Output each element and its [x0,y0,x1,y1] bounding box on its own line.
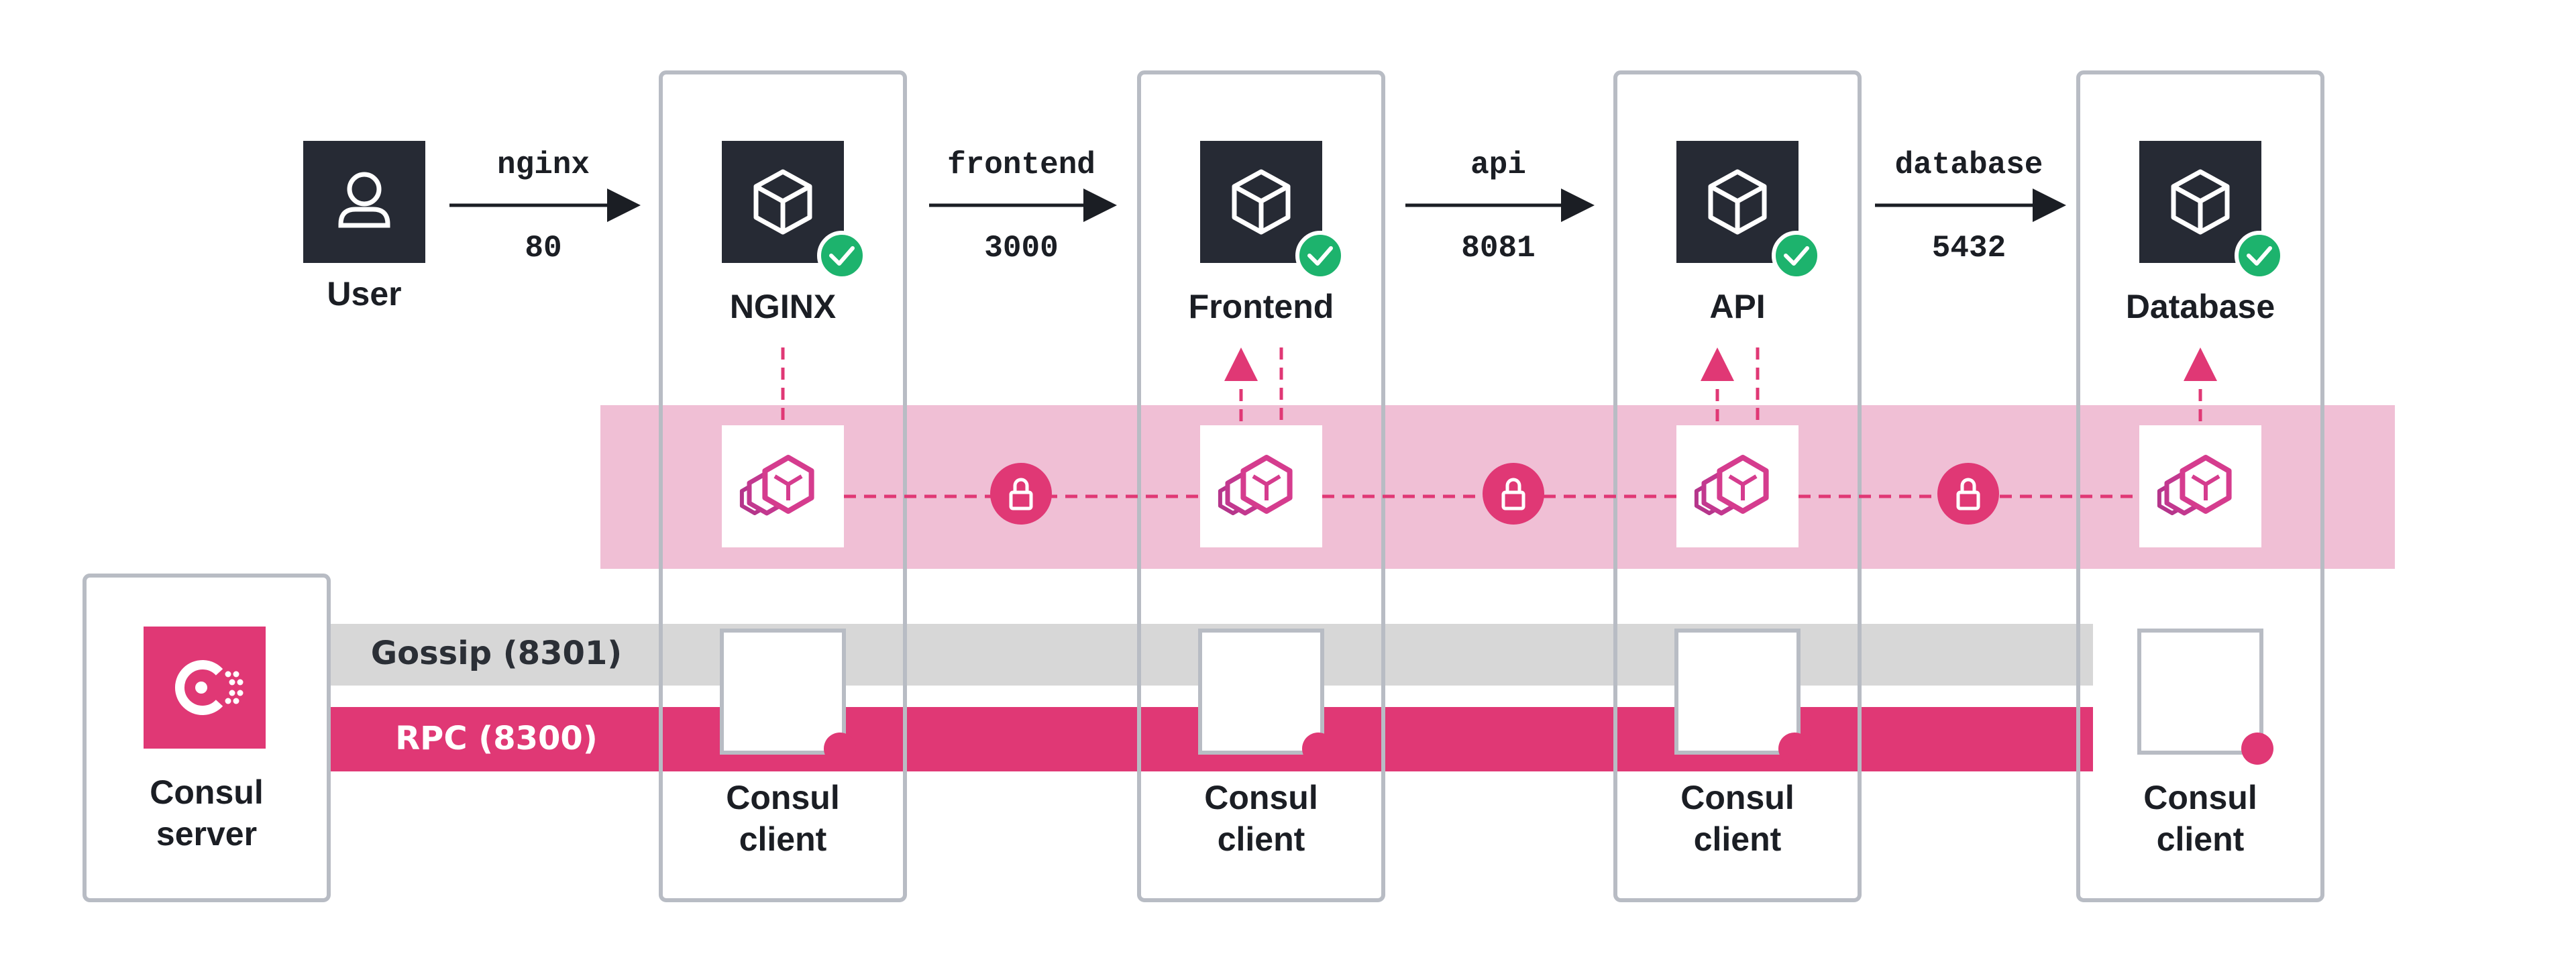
consul-client-label-line1: Consul [726,779,839,816]
service-label: Database [2126,288,2275,325]
upstream-connection-frontend: frontend 3000 [929,148,1117,266]
consul-client-label-line2: client [2157,820,2245,858]
cube-icon [1708,169,1767,235]
connection-name: frontend [947,148,1095,182]
service-column-api: API Consul client [1613,70,1862,902]
consul-server-box: Consul server [83,574,331,902]
consul-client-agent: Consul client [2137,629,2273,858]
connection-port: 3000 [984,231,1058,266]
mtls-connection [844,463,1200,525]
service-column-nginx: NGINX Consul client [659,70,907,902]
sidecar-proxy [2139,425,2261,547]
health-check-icon [1295,231,1345,280]
connection-name: api [1470,148,1526,182]
sidecar-proxy [722,425,844,547]
consul-client-agent: Consul client [1674,629,1811,858]
consul-logo-icon [144,627,266,749]
envoy-icon [1218,455,1293,516]
sidecar-proxy [1200,425,1322,547]
connection-port: 80 [525,231,561,266]
user-node: User [303,141,425,313]
rpc-label: RPC (8300) [395,720,598,757]
consul-client-agent: Consul client [1198,629,1334,858]
cube-icon [753,169,812,235]
health-check-icon [2235,231,2284,280]
consul-client-label-line1: Consul [1680,779,1794,816]
user-icon [338,172,390,228]
upstream-connection-api: api 8081 [1405,148,1595,266]
consul-client-label-line2: client [1218,820,1305,858]
lock-icon [1483,463,1544,525]
upstream-connection-nginx: nginx 80 [449,148,641,266]
connection-port: 8081 [1461,231,1535,266]
mtls-connection [1799,463,2139,525]
connection-name: nginx [497,148,590,182]
connection-port: 5432 [1932,231,2006,266]
mtls-connection [1322,463,1676,525]
gossip-label: Gossip (8301) [371,635,623,672]
consul-client-label-line1: Consul [2143,779,2257,816]
health-check-icon [817,231,867,280]
health-check-icon [1772,231,1821,280]
service-column-border [2076,70,2324,902]
upstream-connection-database: database 5432 [1875,148,2066,266]
connection-name: database [1895,148,2043,182]
sidecar-proxy [1676,425,1799,547]
service-label: Frontend [1189,288,1334,325]
consul-client-label-line2: client [739,820,827,858]
consul-client-agent: Consul client [720,629,856,858]
consul-server-label-line2: server [156,815,257,853]
lock-icon [1937,463,1999,525]
service-label: NGINX [730,288,836,325]
service-column-border [1137,70,1385,902]
service-column-border [659,70,907,902]
service-column-border [1613,70,1862,902]
envoy-icon [739,455,814,516]
consul-client-label-line1: Consul [1204,779,1318,816]
lock-icon [990,463,1052,525]
cube-icon [1232,169,1291,235]
cube-icon [2171,169,2230,235]
envoy-icon [1694,455,1769,516]
consul-server-label-line1: Consul [150,773,263,811]
consul-client-label-line2: client [1694,820,1782,858]
user-label: User [327,275,401,313]
service-label: API [1709,288,1765,325]
envoy-icon [2157,455,2232,516]
